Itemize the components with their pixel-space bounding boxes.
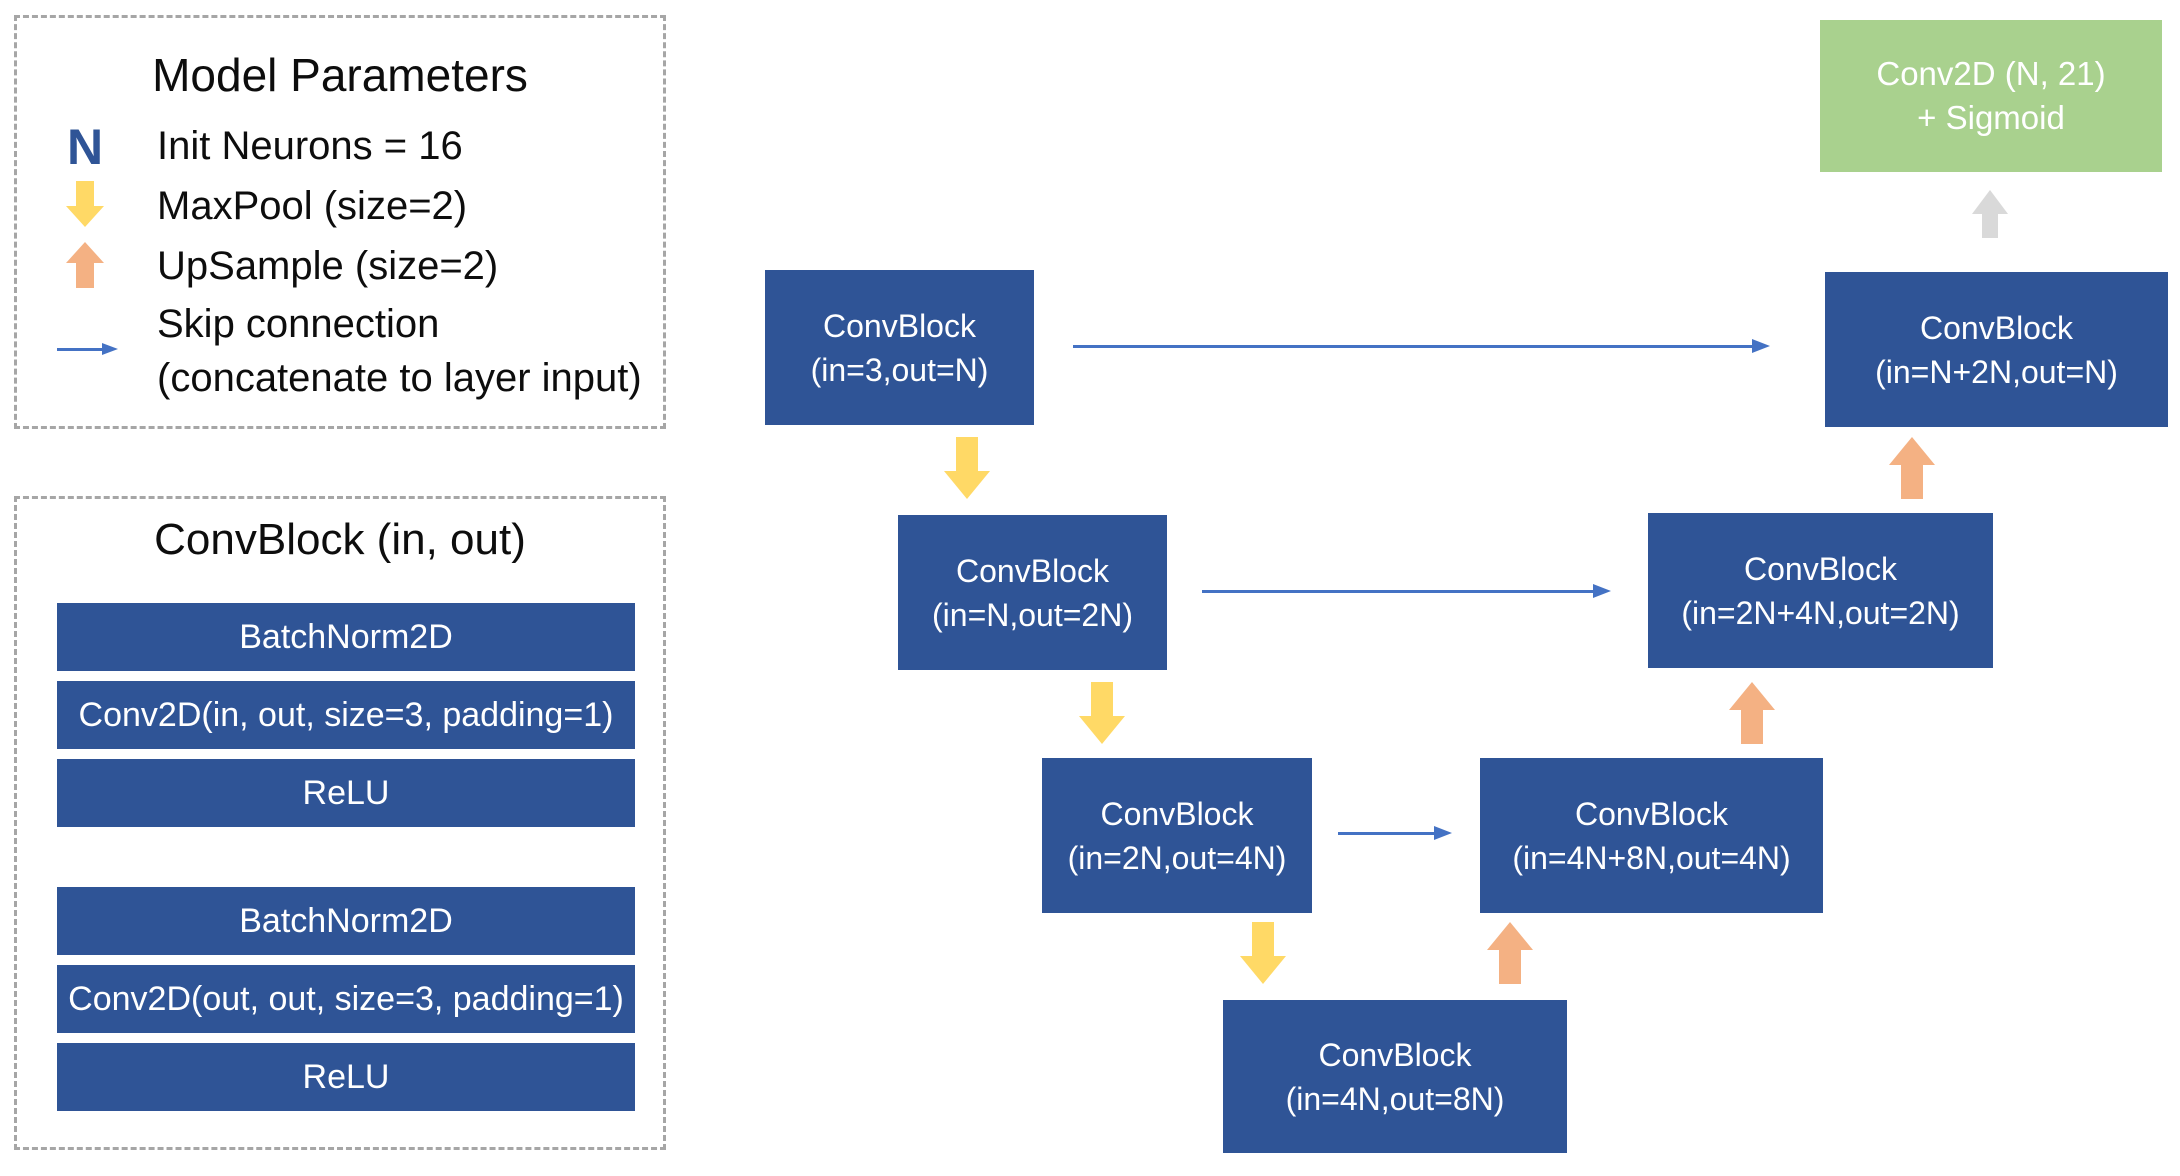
- layer-bar-conv2d-2: Conv2D(out, out, size=3, padding=1): [57, 965, 635, 1033]
- block-name: ConvBlock: [1575, 795, 1728, 832]
- block-name: ConvBlock: [823, 307, 976, 344]
- maxpool-arrow-1: [944, 437, 990, 499]
- skip-connection-label-line1: Skip connection: [157, 302, 440, 346]
- layer-bar-batchnorm-1: BatchNorm2D: [57, 603, 635, 671]
- layer-bar-relu-2: ReLU: [57, 1043, 635, 1111]
- convblock-encoder-3: ConvBlock (in=2N,out=4N): [1042, 758, 1312, 913]
- skip-connection-arrow-2: [1202, 584, 1611, 598]
- layer-bar-relu-1: ReLU: [57, 759, 635, 827]
- block-name: ConvBlock: [1920, 309, 2073, 346]
- block-params: (in=2N,out=4N): [1067, 839, 1287, 876]
- init-neurons-label: Init Neurons = 16: [157, 124, 463, 168]
- init-neurons-symbol: N: [67, 119, 104, 175]
- block-name: ConvBlock: [1318, 1036, 1472, 1073]
- convblock-detail-panel: ConvBlock (in, out) BatchNorm2D Conv2D(i…: [14, 496, 666, 1150]
- upsample-arrow-3: [1889, 437, 1935, 499]
- convblock-decoder-1: ConvBlock (in=N+2N,out=N): [1825, 272, 2168, 427]
- maxpool-arrow-3: [1240, 922, 1286, 984]
- block-name: ConvBlock: [956, 552, 1109, 589]
- upsample-legend-icon: [66, 242, 104, 288]
- block-name: ConvBlock: [1100, 795, 1254, 832]
- upsample-arrow-1: [1487, 922, 1533, 984]
- output-conv2d-sigmoid-block: Conv2D (N, 21) + Sigmoid: [1820, 20, 2162, 172]
- skip-connection-label-line2: (concatenate to layer input): [157, 356, 642, 400]
- convblock-decoder-2: ConvBlock (in=2N+4N,out=2N): [1648, 513, 1993, 668]
- upsample-arrow-2: [1729, 682, 1775, 744]
- maxpool-legend-icon: [66, 181, 104, 227]
- convblock-bottleneck: ConvBlock (in=4N,out=8N): [1223, 1000, 1567, 1153]
- skip-connection-legend-icon: [57, 343, 118, 355]
- block-params: (in=3,out=N): [810, 351, 989, 388]
- output-arrow: [1972, 190, 2008, 238]
- convblock-encoder-2: ConvBlock (in=N,out=2N): [898, 515, 1167, 670]
- block-name: ConvBlock: [1744, 550, 1897, 587]
- skip-connection-arrow-1: [1073, 339, 1770, 353]
- skip-connection-arrow-3: [1338, 826, 1452, 840]
- block-params: (in=N+2N,out=N): [1875, 353, 2118, 390]
- block-params: (in=N,out=2N): [932, 596, 1133, 633]
- convblock-detail-title: ConvBlock (in, out): [154, 515, 526, 564]
- block-name: Conv2D (N, 21): [1876, 55, 2106, 92]
- block-params: + Sigmoid: [1917, 99, 2065, 136]
- block-params: (in=4N+8N,out=4N): [1512, 839, 1791, 876]
- block-params: (in=2N+4N,out=2N): [1681, 594, 1960, 631]
- convblock-encoder-1: ConvBlock (in=3,out=N): [765, 270, 1034, 425]
- maxpool-arrow-2: [1079, 682, 1125, 744]
- block-params: (in=4N,out=8N): [1285, 1080, 1505, 1117]
- legend-title: Model Parameters: [152, 49, 528, 101]
- model-parameters-panel: Model Parameters N Init Neurons = 16 Max…: [14, 15, 666, 429]
- convblock-decoder-3: ConvBlock (in=4N+8N,out=4N): [1480, 758, 1823, 913]
- upsample-label: UpSample (size=2): [157, 244, 499, 288]
- layer-bar-conv2d-1: Conv2D(in, out, size=3, padding=1): [57, 681, 635, 749]
- maxpool-label: MaxPool (size=2): [157, 184, 468, 228]
- layer-bar-batchnorm-2: BatchNorm2D: [57, 887, 635, 955]
